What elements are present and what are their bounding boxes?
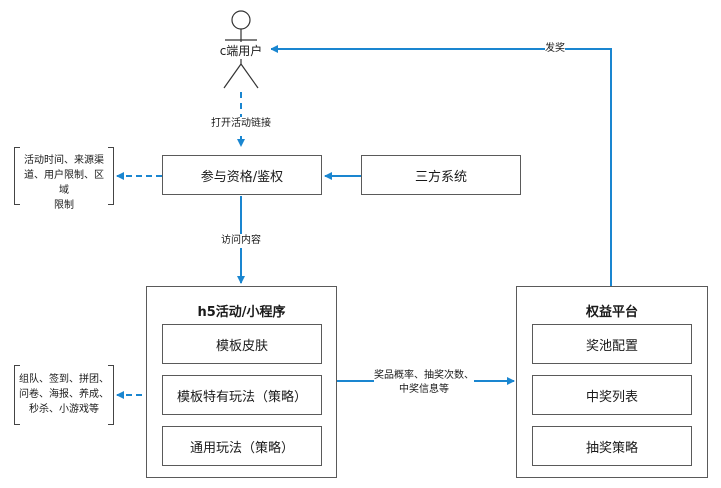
auth-note: 活动时间、来源渠 道、用户限制、区域 限制 [20,153,108,213]
h5-item: 模板皮肤 [162,324,322,364]
data-flow-label-line1: 奖品概率、抽奖次数、 [374,369,474,383]
auth-note-line: 道、用户限制、区域 [24,170,104,196]
template-note-bracket-right [108,365,114,425]
template-note-line: 组队、签到、拼团、 [19,374,109,385]
third-party-node: 三方系统 [361,155,521,195]
h5-item: 模板特有玩法（策略） [162,375,322,415]
auth-note-line: 限制 [54,200,74,211]
rights-item-label: 中奖列表 [585,389,638,405]
edge-send-prize [270,45,612,286]
template-note: 组队、签到、拼团、 问卷、海报、养成、 秒杀、小游戏等 [18,372,110,417]
rights-item: 抽奖策略 [532,426,692,466]
auth-node-label: 参与资格/鉴权 [200,169,284,185]
template-note-bracket-left [14,365,20,425]
template-note-line: 秒杀、小游戏等 [29,404,99,415]
auth-note-bracket-right [108,147,114,205]
auth-note-bracket-left [14,147,20,205]
h5-item-label: 模板皮肤 [215,338,268,354]
rights-item-label: 抽奖策略 [585,440,638,456]
h5-item: 通用玩法（策略） [162,426,322,466]
rights-platform-title: 权益平台 [585,305,638,320]
template-note-line: 问卷、海报、养成、 [19,389,109,400]
h5-item-label: 通用玩法（策略） [189,440,294,456]
third-party-node-label: 三方系统 [414,169,467,185]
visit-content-label: 访问内容 [221,234,261,248]
h5-title: h5活动/小程序 [197,305,286,320]
open-link-label: 打开活动链接 [211,117,271,131]
stick-figure-user-icon [223,10,259,89]
auth-note-line: 活动时间、来源渠 [24,155,104,166]
send-prize-label: 发奖 [545,42,565,56]
data-flow-label-line2: 中奖信息等 [399,383,449,397]
rights-item-label: 奖池配置 [585,338,638,354]
user-actor-label: c端用户 [211,42,271,59]
h5-item-label: 模板特有玩法（策略） [176,389,307,405]
auth-node: 参与资格/鉴权 [162,155,322,195]
rights-item: 中奖列表 [532,375,692,415]
rights-item: 奖池配置 [532,324,692,364]
